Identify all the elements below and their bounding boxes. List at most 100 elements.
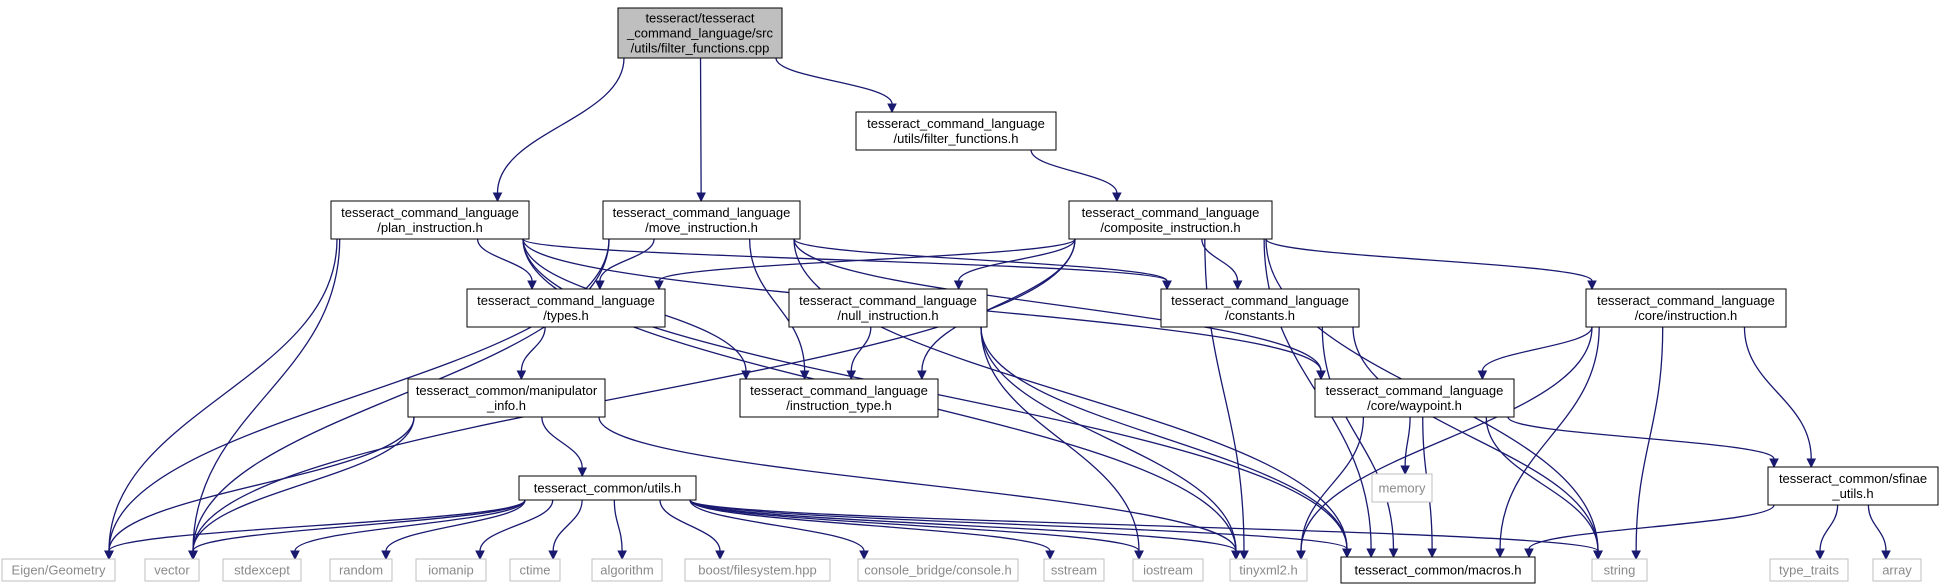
node-label: algorithm	[600, 563, 653, 578]
node-label: _utils.h	[1831, 486, 1873, 501]
edge-plan-to-eigen	[104, 238, 338, 561]
node-label: tesseract_command_language	[799, 293, 977, 308]
node-string: string	[1591, 558, 1648, 582]
node-label: /utils/filter_functions.cpp	[631, 41, 770, 56]
nodes-layer: tesseract/tesseract_command_language/src…	[1, 7, 1939, 584]
node-label: /composite_instruction.h	[1100, 220, 1240, 235]
node-label: random	[339, 563, 383, 578]
node-memory: memory	[1371, 473, 1433, 503]
node-tinyxml: tinyxml2.h	[1229, 558, 1308, 582]
node-label: tesseract_common/macros.h	[1355, 563, 1522, 578]
node-manip[interactable]: tesseract_common/manipulator_info.h	[407, 378, 606, 418]
node-label: /instruction_type.h	[786, 398, 892, 413]
edge-move-to-instr_type	[748, 238, 810, 381]
node-sstream: sstream	[1043, 558, 1105, 582]
node-filter-h[interactable]: tesseract_command_language/utils/filter_…	[855, 111, 1057, 151]
node-label: tesseract_command_language	[1082, 205, 1260, 220]
edge-sfinae-to-array	[1867, 504, 1891, 561]
edge-composite-to-tinyxml	[1204, 238, 1249, 561]
node-label: sstream	[1051, 563, 1097, 578]
edge-types-to-manip	[516, 326, 546, 381]
node-label: /move_instruction.h	[645, 220, 758, 235]
node-label: /core/waypoint.h	[1367, 398, 1462, 413]
node-label: tinyxml2.h	[1239, 563, 1298, 578]
edge-core_instr-to-string	[1631, 326, 1664, 561]
node-macros[interactable]: tesseract_common/macros.h	[1340, 556, 1536, 584]
node-label: string	[1604, 563, 1636, 578]
node-label: ctime	[519, 563, 550, 578]
node-plan[interactable]: tesseract_command_language/plan_instruct…	[330, 200, 530, 240]
edge-composite-to-null	[953, 238, 1076, 291]
node-label: console_bridge/console.h	[864, 563, 1011, 578]
node-instr-type[interactable]: tesseract_command_language/instruction_t…	[739, 378, 939, 418]
edge-utils-to-ctime	[548, 499, 583, 561]
node-type-traits: type_traits	[1769, 558, 1849, 582]
node-label: tesseract_command_language	[750, 383, 928, 398]
edge-sfinae-to-type_traits	[1815, 504, 1839, 561]
edge-root-to-filter_h	[775, 57, 897, 114]
edge-utils-to-console	[689, 499, 869, 561]
node-move[interactable]: tesseract_command_language/move_instruct…	[602, 200, 801, 240]
node-algorithm: algorithm	[591, 558, 663, 582]
node-iostream: iostream	[1132, 558, 1204, 582]
edge-constants-to-macros	[1321, 326, 1399, 559]
node-label: tesseract_command_language	[1597, 293, 1775, 308]
edge-constants-to-string	[1352, 326, 1603, 561]
edge-core_instr-to-waypoint	[1477, 326, 1593, 381]
node-label: /core/instruction.h	[1635, 308, 1738, 323]
edge-utils-to-sstream	[689, 499, 1055, 561]
node-label: /types.h	[543, 308, 589, 323]
node-label: /constants.h	[1225, 308, 1295, 323]
node-label: vector	[154, 563, 190, 578]
edge-move-to-constants	[793, 238, 1172, 291]
node-label: /plan_instruction.h	[377, 220, 483, 235]
edge-utils-to-boostfs	[659, 499, 725, 561]
edge-waypoint-to-string	[1485, 416, 1603, 561]
node-constants[interactable]: tesseract_command_language/constants.h	[1160, 288, 1360, 328]
node-null[interactable]: tesseract_command_language/null_instruct…	[788, 288, 988, 328]
node-label: tesseract_common/utils.h	[534, 481, 681, 496]
edge-waypoint-to-sfinae	[1507, 416, 1779, 469]
edge-waypoint-to-memory	[1400, 416, 1411, 476]
node-label: Eigen/Geometry	[12, 563, 106, 578]
edge-composite-to-constants	[1201, 238, 1243, 291]
node-vector: vector	[144, 558, 200, 582]
node-label: stdexcept	[234, 563, 290, 578]
edge-utils-to-tinyxml	[689, 499, 1241, 561]
edge-composite-to-vector	[188, 238, 1076, 561]
node-root[interactable]: tesseract/tesseract_command_language/src…	[617, 7, 783, 59]
edge-plan-to-vector	[188, 238, 341, 561]
node-boostfs: boost/filesystem.hpp	[684, 558, 831, 582]
edge-filter_h-to-composite	[1030, 149, 1122, 203]
node-utils[interactable]: tesseract_common/utils.h	[518, 475, 697, 501]
edge-utils-to-vector	[188, 499, 526, 561]
node-core-instr[interactable]: tesseract_command_language/core/instruct…	[1585, 288, 1787, 328]
edge-utils-to-stdexcept	[290, 499, 526, 561]
node-random: random	[329, 558, 393, 582]
node-label: tesseract/tesseract	[645, 11, 754, 26]
node-label: tesseract_command_language	[1171, 293, 1349, 308]
edge-plan-to-types	[476, 238, 537, 291]
node-label: _command_language/src	[626, 26, 773, 41]
node-composite[interactable]: tesseract_command_language/composite_ins…	[1068, 200, 1273, 240]
node-types[interactable]: tesseract_command_language/types.h	[466, 288, 666, 328]
node-label: type_traits	[1779, 563, 1839, 578]
node-ctime: ctime	[509, 558, 561, 582]
edge-sfinae-to-macros	[1524, 504, 1775, 559]
node-label: tesseract_command_language	[341, 205, 519, 220]
edge-null-to-instr_type	[846, 326, 872, 381]
node-waypoint[interactable]: tesseract_command_language/core/waypoint…	[1314, 378, 1515, 418]
edge-move-to-types	[595, 238, 655, 291]
node-label: tesseract_command_language	[1326, 383, 1504, 398]
node-label: tesseract_command_language	[867, 116, 1045, 131]
node-sfinae[interactable]: tesseract_common/sfinae_utils.h	[1767, 466, 1939, 506]
edge-root-to-move	[696, 57, 706, 203]
node-label: /null_instruction.h	[837, 308, 938, 323]
node-label: tesseract_common/sfinae	[1779, 471, 1927, 486]
node-label: memory	[1379, 481, 1426, 496]
node-label: iostream	[1143, 563, 1193, 578]
node-label: iomanip	[428, 563, 474, 578]
node-label: boost/filesystem.hpp	[698, 563, 817, 578]
edge-root-to-plan	[492, 57, 625, 203]
node-array: array	[1872, 558, 1922, 582]
